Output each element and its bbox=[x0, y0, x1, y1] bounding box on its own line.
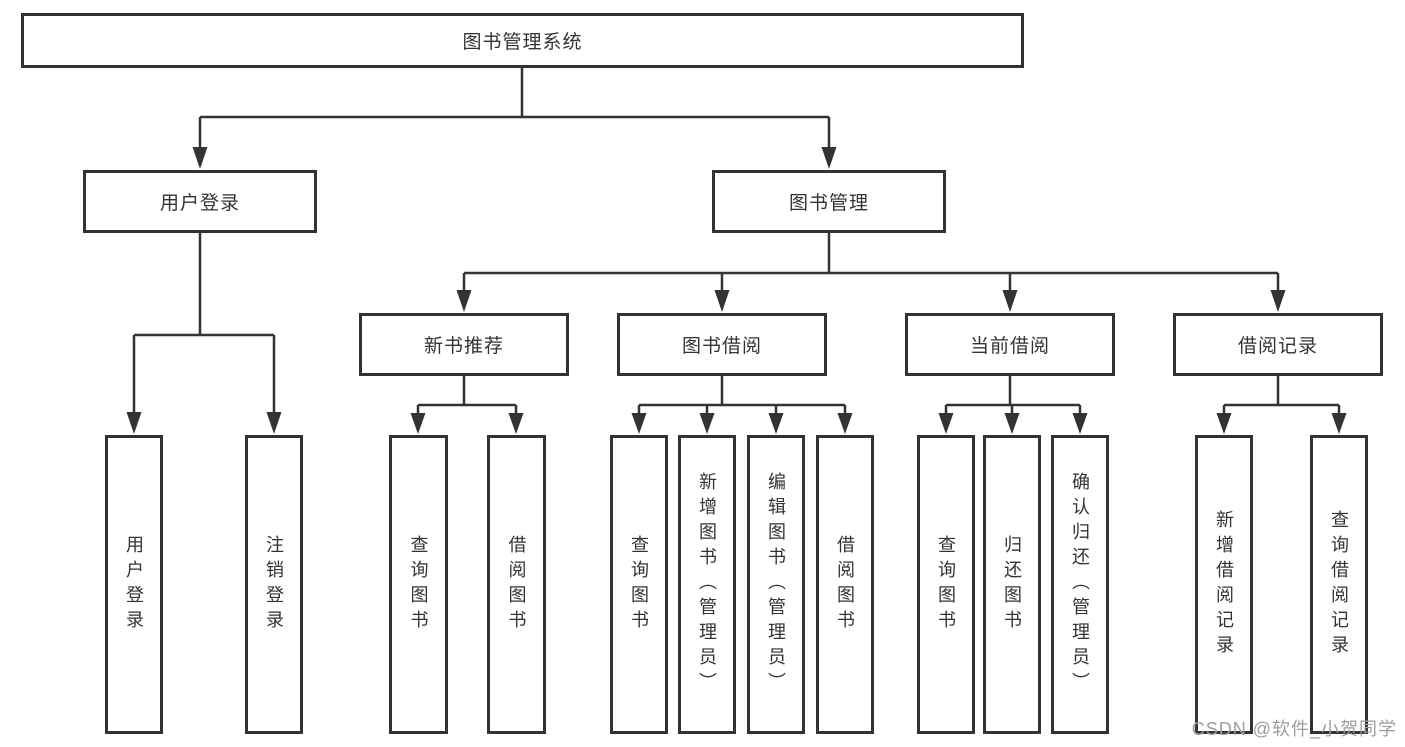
node-label: 注销登录 bbox=[264, 534, 284, 635]
node-label: 图书借阅 bbox=[681, 336, 762, 357]
node-edit-books-admin: 编辑图书（管理员） bbox=[747, 435, 805, 734]
node-root: 图书管理系统 bbox=[21, 13, 1024, 68]
node-label: 借阅记录 bbox=[1237, 336, 1318, 357]
node-current-query-books: 查询图书 bbox=[917, 435, 975, 734]
node-book-management: 图书管理 bbox=[712, 170, 946, 233]
node-add-books-admin: 新增图书（管理员） bbox=[678, 435, 736, 734]
node-label: 图书管理系统 bbox=[462, 32, 583, 53]
node-label: 新书推荐 bbox=[423, 336, 504, 357]
node-label: 查询图书 bbox=[629, 534, 649, 635]
node-current-borrow: 当前借阅 bbox=[905, 313, 1115, 376]
node-add-borrow-record: 新增借阅记录 bbox=[1195, 435, 1253, 734]
node-label: 归还图书 bbox=[1002, 534, 1022, 635]
node-label: 图书管理 bbox=[788, 193, 869, 214]
node-borrow-records: 借阅记录 bbox=[1173, 313, 1383, 376]
node-label: 查询图书 bbox=[408, 534, 429, 635]
node-user-login: 用户登录 bbox=[83, 170, 317, 233]
node-label: 用户登录 bbox=[124, 534, 144, 635]
node-label: 借阅图书 bbox=[506, 534, 527, 635]
node-label: 新增图书（管理员） bbox=[697, 472, 717, 697]
node-borrow-query-books: 查询图书 bbox=[610, 435, 668, 734]
node-label: 查询图书 bbox=[936, 534, 956, 635]
node-query-borrow-record: 查询借阅记录 bbox=[1310, 435, 1368, 734]
node-new-book-recommend: 新书推荐 bbox=[359, 313, 569, 376]
node-label: 用户登录 bbox=[159, 193, 240, 214]
node-label: 当前借阅 bbox=[969, 336, 1050, 357]
node-label: 借阅图书 bbox=[835, 534, 855, 635]
node-logout: 注销登录 bbox=[245, 435, 303, 734]
node-borrow-borrow-books: 借阅图书 bbox=[816, 435, 874, 734]
node-confirm-return-admin: 确认归还（管理员） bbox=[1051, 435, 1109, 734]
watermark: CSDN @软件_小贺同学 bbox=[1191, 719, 1397, 739]
node-label: 确认归还（管理员） bbox=[1070, 472, 1090, 697]
node-book-borrow: 图书借阅 bbox=[617, 313, 827, 376]
node-label: 编辑图书（管理员） bbox=[766, 472, 786, 697]
node-user-login-action: 用户登录 bbox=[105, 435, 163, 734]
node-rec-query-books: 查询图书 bbox=[389, 435, 448, 734]
node-rec-borrow-books: 借阅图书 bbox=[487, 435, 546, 734]
node-label: 查询借阅记录 bbox=[1329, 509, 1349, 660]
arrowheads bbox=[126, 147, 1347, 434]
node-return-books: 归还图书 bbox=[983, 435, 1041, 734]
node-label: 新增借阅记录 bbox=[1214, 509, 1234, 660]
